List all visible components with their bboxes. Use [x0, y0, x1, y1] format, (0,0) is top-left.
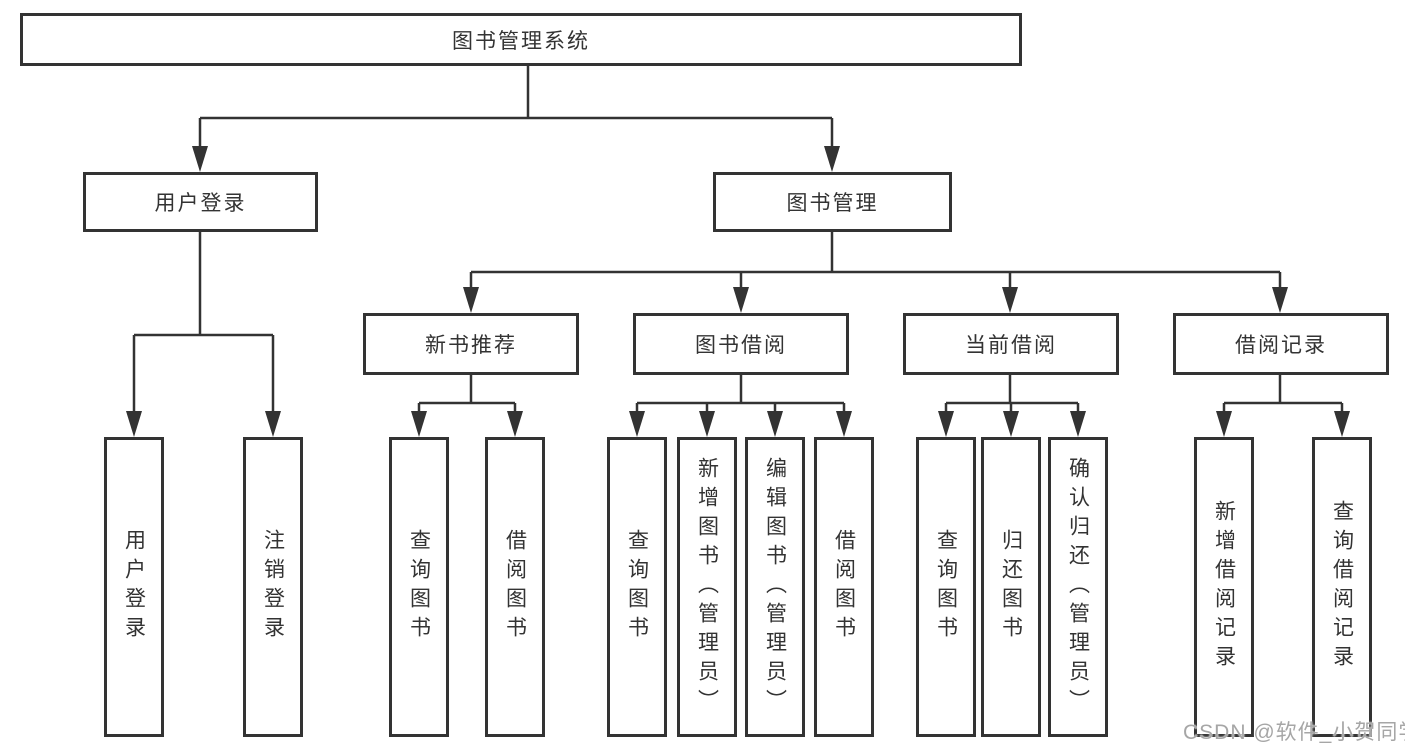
leaf-borrowing-edit: 编辑图书（管理员） — [745, 437, 805, 737]
node-current-borrow: 当前借阅 — [903, 313, 1119, 375]
leaf-logout: 注销登录 — [243, 437, 303, 737]
node-borrowing: 图书借阅 — [633, 313, 849, 375]
node-book-management: 图书管理 — [713, 172, 952, 232]
leaf-newbooks-borrow: 借阅图书 — [485, 437, 545, 737]
csdn-watermark: CSDN @软件_小贺同学 — [1183, 721, 1405, 744]
leaf-records-add: 新增借阅记录 — [1194, 437, 1254, 737]
leaf-newbooks-query: 查询图书 — [389, 437, 449, 737]
leaf-current-confirm: 确认归还（管理员） — [1048, 437, 1108, 737]
node-root-system: 图书管理系统 — [20, 13, 1022, 66]
node-new-books: 新书推荐 — [363, 313, 579, 375]
leaf-borrowing-add: 新增图书（管理员） — [677, 437, 737, 737]
node-borrow-records: 借阅记录 — [1173, 313, 1389, 375]
leaf-user-login: 用户登录 — [104, 437, 164, 737]
leaf-current-return: 归还图书 — [981, 437, 1041, 737]
leaf-current-query: 查询图书 — [916, 437, 976, 737]
leaf-records-query: 查询借阅记录 — [1312, 437, 1372, 737]
leaf-borrowing-borrow: 借阅图书 — [814, 437, 874, 737]
node-user-login: 用户登录 — [83, 172, 318, 232]
leaf-borrowing-query: 查询图书 — [607, 437, 667, 737]
